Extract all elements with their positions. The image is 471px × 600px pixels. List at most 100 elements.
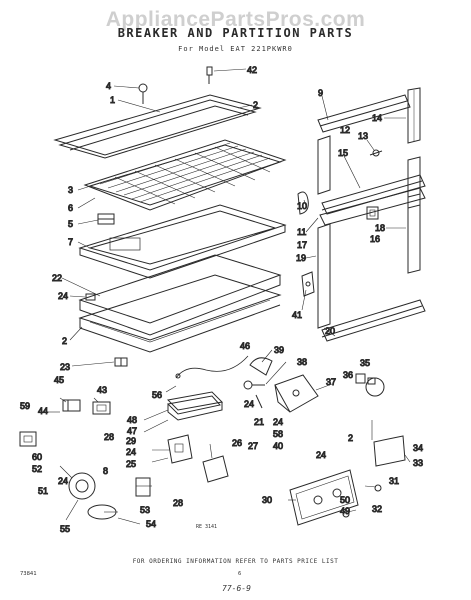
diagram-reference: RE 3141: [196, 524, 218, 530]
callout-33: 33: [413, 458, 423, 468]
callout-50: 50: [340, 495, 350, 505]
footer-code: 73841: [20, 571, 37, 577]
callout-38: 38: [297, 357, 307, 367]
top-breaker-strip: [53, 94, 262, 159]
screw-42-icon: [206, 66, 213, 84]
bracket-59-icon: [19, 431, 37, 447]
footer-date: 77-6-9: [222, 584, 251, 593]
connector-38-icon: [243, 380, 265, 390]
frame-tray-7: [78, 204, 287, 279]
diagram-title: BREAKER AND PARTITION PARTS: [117, 26, 354, 40]
base-tray-22: [78, 254, 282, 336]
callout-30: 30: [262, 495, 272, 505]
clip-10-icon: [297, 191, 309, 215]
callout-56: 56: [152, 390, 162, 400]
lamp-assembly-52: [68, 472, 96, 500]
callout-24a: 24: [58, 291, 68, 301]
light-bulb-35-icon: [365, 377, 385, 397]
callout-52: 52: [32, 464, 42, 474]
partition-rail-15: [321, 174, 426, 215]
callout-31: 31: [389, 476, 399, 486]
screw-31-icon: [374, 484, 382, 492]
latch-16-icon: [366, 206, 379, 220]
callout-25: 25: [126, 459, 136, 469]
knob-39-icon: [249, 357, 273, 376]
callout-17: 17: [297, 240, 307, 250]
damper-box-48: [166, 391, 224, 421]
callout-54: 54: [146, 519, 156, 529]
model-number: For Model EAT 221PKWR0: [178, 45, 293, 53]
screw-32-icon: [342, 510, 350, 518]
clip-5-icon: [97, 213, 115, 225]
callout-19: 19: [296, 253, 306, 263]
callout-59: 59: [20, 401, 30, 411]
callout-11: 11: [297, 227, 306, 237]
callout-18: 18: [375, 223, 385, 233]
callout-47: 47: [127, 426, 137, 436]
switch-45-icon: [62, 399, 81, 412]
callout-35: 35: [360, 358, 370, 368]
callout-34: 34: [413, 443, 423, 453]
control-panel-30: [289, 469, 359, 526]
switch-43-icon: [92, 401, 111, 415]
callout-51: 51: [38, 486, 48, 496]
callout-28b: 28: [173, 498, 183, 508]
callout-2b: 2: [62, 336, 67, 346]
callout-36: 36: [343, 370, 353, 380]
callout-14: 14: [372, 113, 382, 123]
ordering-note: FOR ORDERING INFORMATION REFER TO PARTS …: [132, 558, 339, 565]
socket-36-icon: [355, 373, 366, 384]
relay-8-icon: [135, 477, 151, 497]
callout-55: 55: [60, 524, 70, 534]
callout-32: 32: [372, 504, 382, 514]
callout-12: 12: [340, 125, 350, 135]
callout-49: 49: [340, 506, 350, 516]
callout-45: 45: [54, 375, 64, 385]
thermostat-37: [274, 374, 319, 413]
callout-22: 22: [52, 273, 62, 283]
bracket-41-icon: [301, 271, 315, 297]
callout-42: 42: [247, 65, 257, 75]
callout-5: 5: [68, 219, 73, 229]
callout-24e: 24: [316, 450, 326, 460]
bracket-23-icon: [114, 357, 128, 367]
small-clip-24a-icon: [85, 293, 96, 301]
callout-7: 7: [68, 237, 73, 247]
callout-24f: 24: [58, 476, 68, 486]
callout-1: 1: [110, 95, 115, 105]
screw-13-icon: [369, 149, 383, 157]
wire-harness-46: [175, 355, 249, 379]
callout-21: 21: [254, 417, 264, 427]
callout-24c: 24: [273, 417, 283, 427]
callout-13: 13: [358, 131, 368, 141]
watermark: AppliancePartsPros.com: [105, 8, 366, 31]
callout-39: 39: [274, 345, 284, 355]
callout-4: 4: [106, 81, 111, 91]
timer-26: [202, 455, 229, 483]
bracket-33-icon: [373, 435, 406, 467]
callout-6: 6: [68, 203, 73, 213]
screw-4-icon: [138, 83, 148, 104]
partition-bottom-20: [321, 299, 426, 342]
grille-panel-6: [83, 139, 287, 211]
callout-15: 15: [338, 148, 348, 158]
page-number: 6: [238, 571, 242, 577]
callout-41: 41: [292, 310, 302, 320]
callout-46: 46: [240, 341, 250, 351]
callout-60: 60: [32, 452, 42, 462]
partition-post-14: [407, 87, 421, 144]
callout-28a: 28: [104, 432, 114, 442]
callout-27: 27: [248, 441, 258, 451]
partition-post-12: [317, 135, 331, 195]
callout-20: 20: [325, 326, 335, 336]
callout-24b: 24: [244, 399, 254, 409]
screw-21-icon: [255, 394, 263, 409]
callout-10: 10: [297, 201, 307, 211]
callout-58: 58: [273, 429, 283, 439]
partition-post-18: [407, 193, 421, 274]
leader-lines: [46, 68, 411, 525]
callout-3: 3: [68, 185, 73, 195]
callout-43: 43: [97, 385, 107, 395]
control-housing-25: [167, 434, 193, 464]
